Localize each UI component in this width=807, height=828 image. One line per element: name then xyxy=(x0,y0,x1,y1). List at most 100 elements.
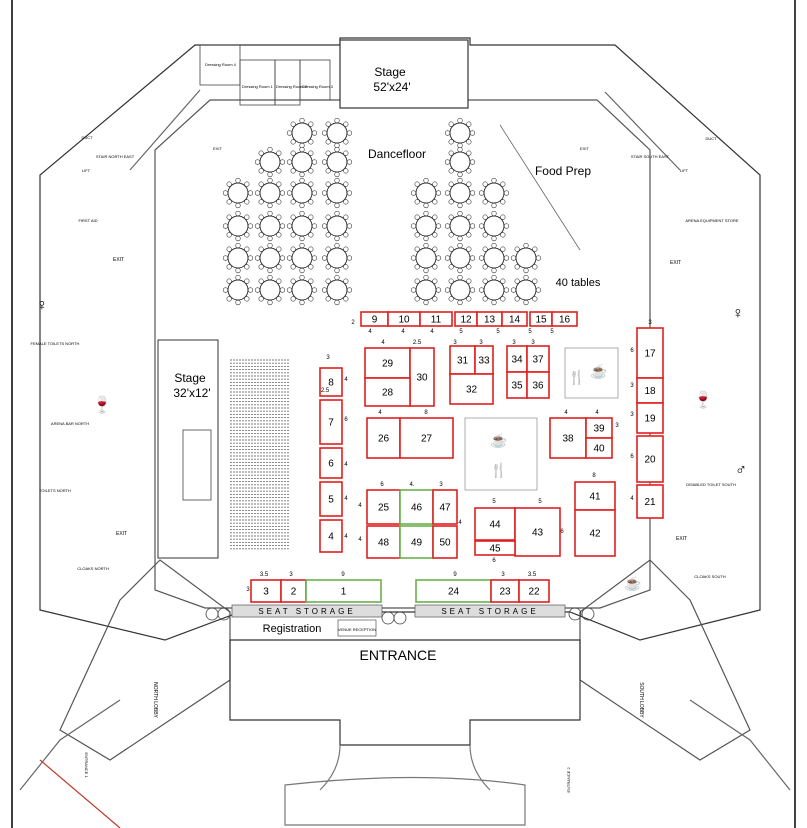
exit-label-e1: EXIT xyxy=(670,260,681,266)
booth-number: 32 xyxy=(466,385,478,396)
side-stage-title: Stage xyxy=(174,371,206,385)
dimension-label: 3 xyxy=(531,340,535,346)
booth-22[interactable]: 22 xyxy=(518,579,550,603)
booth-33[interactable]: 33 xyxy=(474,345,494,375)
booth-outline xyxy=(399,417,454,459)
booth-21[interactable]: 21 xyxy=(636,484,664,519)
booth-30[interactable]: 30 xyxy=(409,347,435,407)
round-table xyxy=(254,177,286,209)
booth-outline xyxy=(514,507,561,557)
round-table xyxy=(254,146,286,178)
booth-outline xyxy=(319,367,343,397)
booth-13[interactable]: 13 xyxy=(476,311,503,327)
dimension-label: 4 xyxy=(344,377,348,383)
booth-number: 20 xyxy=(644,455,656,466)
dimension-label: 2.5 xyxy=(321,388,330,394)
dressing-rooms xyxy=(199,44,331,106)
booth-number: 38 xyxy=(562,434,574,445)
side-stage-size: 32'x12' xyxy=(173,386,210,400)
seat-storage-left-label: SEAT STORAGE xyxy=(258,607,355,616)
booth-11[interactable]: 11 xyxy=(419,311,453,327)
booth-2[interactable]: 2 xyxy=(280,579,307,603)
booth-31[interactable]: 31 xyxy=(449,345,476,375)
round-table xyxy=(222,274,254,306)
booth-34[interactable]: 34 xyxy=(506,345,528,373)
booth-42[interactable]: 42 xyxy=(574,509,616,557)
female-toilet-icon-right: ♀ xyxy=(732,305,744,322)
round-table xyxy=(321,117,353,149)
booth-36[interactable]: 36 xyxy=(526,371,550,399)
booth-48[interactable]: 48 xyxy=(366,525,401,559)
booth-50[interactable]: 50 xyxy=(432,525,458,559)
booth-38[interactable]: 38 xyxy=(549,417,587,459)
wine-glass-icon-right: 🍷 xyxy=(693,390,713,409)
booth-17[interactable]: 17 xyxy=(636,327,664,379)
booth-27[interactable]: 27 xyxy=(399,417,454,459)
booth-32[interactable]: 32 xyxy=(449,373,494,405)
booth-19[interactable]: 19 xyxy=(636,402,664,434)
entrance-1-label: ENTRANCE 1 xyxy=(84,752,89,778)
booth-4[interactable]: 4 xyxy=(319,519,343,553)
booth-26[interactable]: 26 xyxy=(366,417,401,459)
booth-29[interactable]: 29 xyxy=(364,347,411,379)
booth-46[interactable]: 46 xyxy=(399,489,434,525)
booth-37[interactable]: 37 xyxy=(526,345,550,373)
booth-41[interactable]: 41 xyxy=(574,481,616,511)
dimension-label: 4 xyxy=(358,537,362,543)
booth-20[interactable]: 20 xyxy=(636,435,664,483)
booth-number: 35 xyxy=(511,381,523,392)
exit-label-ne: EXIT xyxy=(580,146,589,151)
booth-35[interactable]: 35 xyxy=(506,371,528,399)
booth-16[interactable]: 16 xyxy=(551,311,578,327)
booth-15[interactable]: 15 xyxy=(529,311,553,327)
round-table xyxy=(222,210,254,242)
dimension-label: 6 xyxy=(560,529,564,535)
round-table xyxy=(510,242,542,274)
booth-outline xyxy=(585,437,613,459)
booth-number: 34 xyxy=(511,355,523,366)
booth-44[interactable]: 44 xyxy=(474,507,516,541)
booth-24[interactable]: 24 xyxy=(415,579,492,603)
booth-25[interactable]: 25 xyxy=(366,489,401,525)
booth-23[interactable]: 23 xyxy=(490,579,520,603)
booth-5[interactable]: 5 xyxy=(319,481,343,517)
round-table xyxy=(254,210,286,242)
cutlery-icon-2: 🍴 xyxy=(490,462,507,479)
booth-outline xyxy=(319,399,343,445)
booth-9[interactable]: 9 xyxy=(360,311,389,327)
booth-1[interactable]: 1 xyxy=(305,579,382,603)
booth-45[interactable]: 45 xyxy=(474,540,516,556)
dimension-label: 3 xyxy=(630,412,634,418)
booth-3[interactable]: 3 xyxy=(250,579,282,603)
booth-14[interactable]: 14 xyxy=(501,311,528,327)
round-table xyxy=(510,274,542,306)
booth-43[interactable]: 43 xyxy=(514,507,561,557)
booth-number: 18 xyxy=(644,386,656,397)
booth-8[interactable]: 8 xyxy=(319,367,343,397)
booth-6[interactable]: 6 xyxy=(319,447,343,479)
dimension-label: 3.5 xyxy=(528,572,537,578)
booth-7[interactable]: 7 xyxy=(319,399,343,445)
booth-number: 8 xyxy=(328,378,334,389)
booth-49[interactable]: 49 xyxy=(399,525,434,559)
dressing-room-4-label: Dressing Room 4 xyxy=(205,62,237,67)
booth-12[interactable]: 12 xyxy=(454,311,478,327)
lift-label-right: LIFT xyxy=(680,168,689,173)
booth-number: 22 xyxy=(528,587,540,598)
round-table xyxy=(254,242,286,274)
dimension-label: 4 xyxy=(401,329,405,335)
booth-18[interactable]: 18 xyxy=(636,377,664,404)
round-table xyxy=(444,146,476,178)
booth-40[interactable]: 40 xyxy=(585,437,613,459)
booth-28[interactable]: 28 xyxy=(364,377,411,407)
catering-area-2 xyxy=(464,417,538,491)
booth-39[interactable]: 39 xyxy=(585,417,613,439)
venue-reception-label: VENUE RECEPTION xyxy=(338,627,376,632)
booth-10[interactable]: 10 xyxy=(387,311,421,327)
round-table xyxy=(444,274,476,306)
booth-47[interactable]: 47 xyxy=(432,489,458,525)
exit-label-w2: EXIT xyxy=(116,531,127,537)
round-table xyxy=(321,146,353,178)
